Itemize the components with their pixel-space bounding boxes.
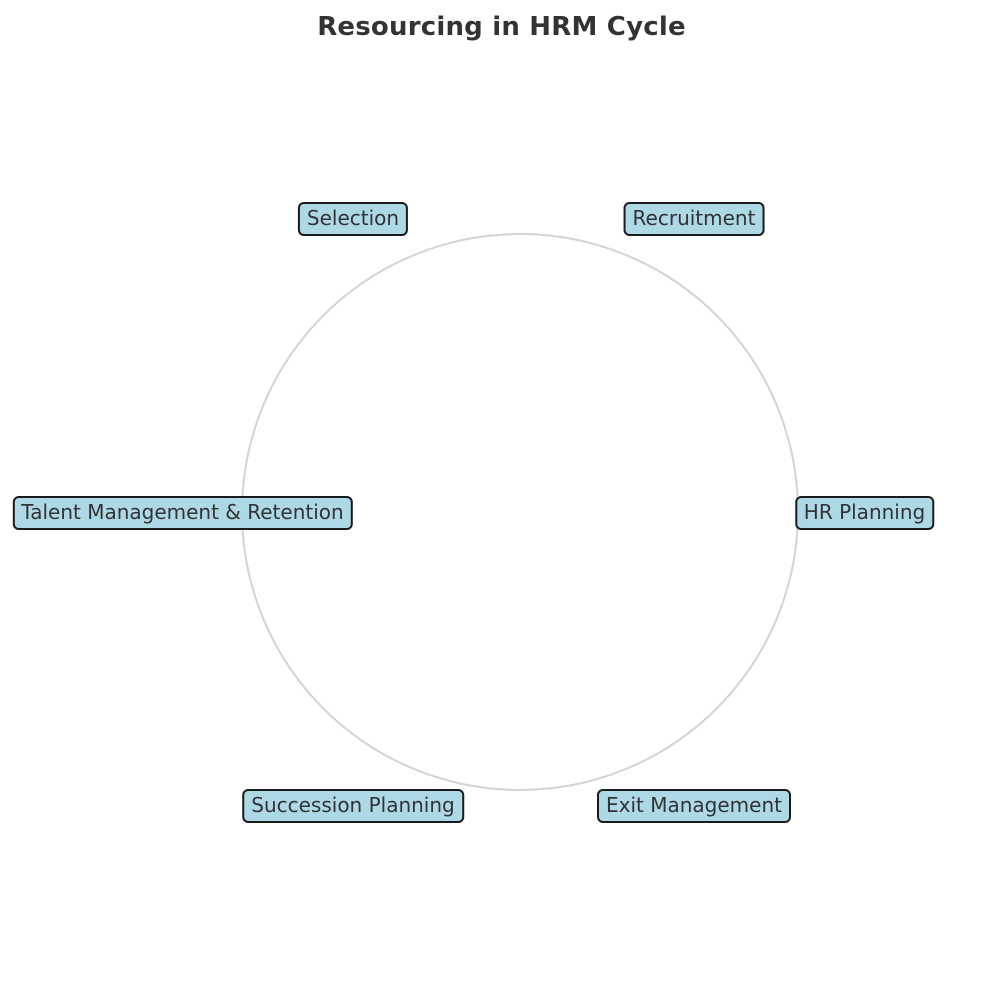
node-talent-management-retention-label: Talent Management & Retention [21, 500, 344, 524]
node-exit-management-label: Exit Management [606, 793, 782, 817]
node-recruitment[interactable]: Recruitment [623, 201, 765, 236]
node-selection-label: Selection [306, 206, 400, 230]
node-succession-planning[interactable]: Succession Planning [242, 788, 464, 823]
node-recruitment-label: Recruitment [632, 206, 756, 230]
page-title: Resourcing in HRM Cycle [317, 12, 686, 42]
node-exit-management[interactable]: Exit Management [597, 788, 791, 823]
node-hr-planning-label: HR Planning [803, 500, 926, 524]
node-talent-management-retention[interactable]: Talent Management & Retention [12, 495, 353, 530]
node-succession-planning-label: Succession Planning [251, 793, 455, 817]
node-hr-planning[interactable]: HR Planning [794, 495, 935, 530]
node-selection[interactable]: Selection [297, 201, 409, 236]
